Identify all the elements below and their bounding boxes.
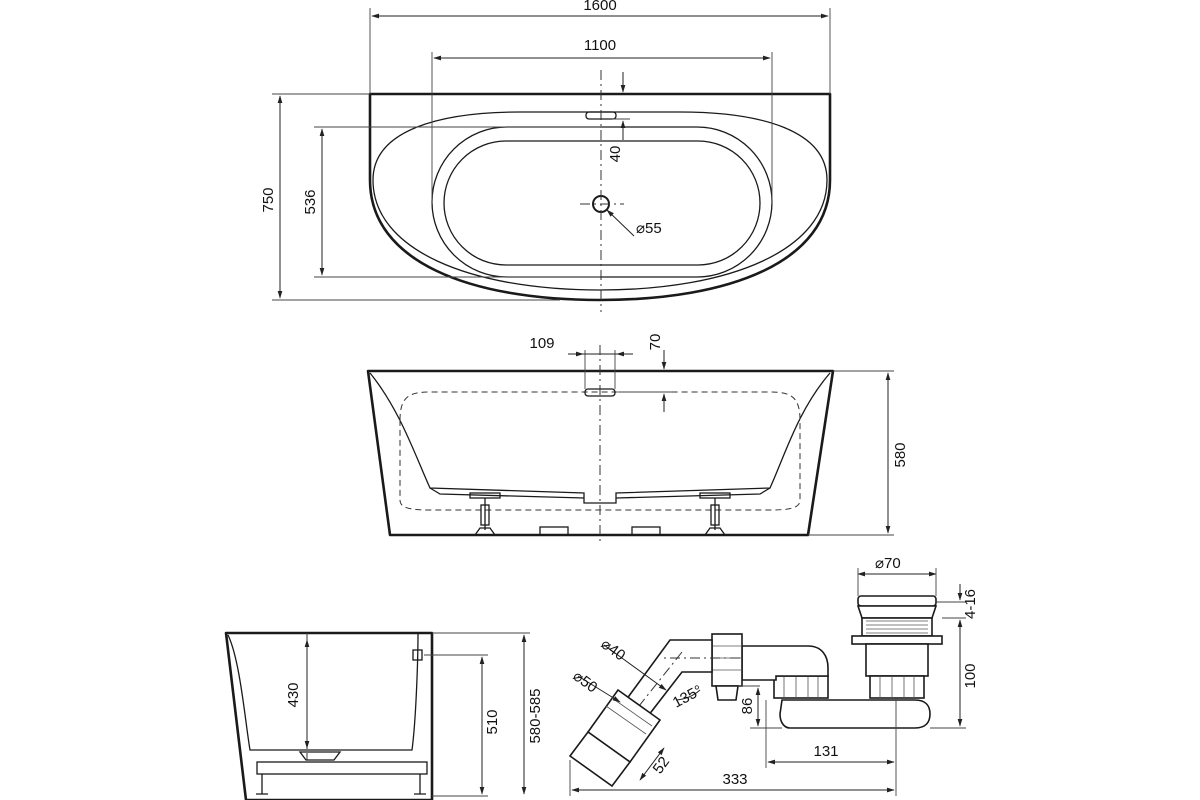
trap-pipe [779,699,931,729]
side-overflow [412,649,423,661]
dim-4-16: 4-16 [962,589,979,619]
side-frame-feet [256,774,426,795]
trap-nut [773,675,829,699]
dim-1100: 1100 [584,37,616,54]
dim-510: 510 [484,709,501,734]
riser-pipe [741,645,829,681]
leader-line-50 [577,675,621,703]
dim-diameter-55: ⌀55 [636,220,662,237]
side-view: 430 510 580-585 [224,631,544,800]
dim-diameter-40: ⌀40 [598,635,629,664]
dim-109: 109 [529,335,554,352]
support-block-right [631,526,661,536]
dim-430: 430 [285,682,302,707]
dim-536: 536 [302,189,319,214]
dim-750: 750 [260,187,277,212]
dim-1600: 1600 [583,0,616,14]
drain-nut [869,675,925,699]
leader-line-40 [603,644,667,691]
outlet-sleeve-ridges [605,697,653,735]
front-view: 109 70 580 [366,334,909,545]
side-bottom-drain [298,751,342,761]
tub-inner-wall [369,372,831,504]
drain-nut-ribs [879,676,915,698]
dim-52: 52 [650,754,674,777]
dim-40: 40 [607,146,624,163]
trap-nut-ribs [783,676,819,698]
dim-580: 580 [892,442,909,467]
drain-body-thread [866,620,928,634]
drain-cap [857,595,937,607]
dim-diameter-50: ⌀50 [570,667,601,696]
drain-body-mid [865,643,929,677]
tub-rim-line [372,111,828,291]
drain-cap-skirt [856,605,938,619]
tub-side-outline [224,631,434,800]
foot-right [699,492,731,536]
riser-lower [715,685,739,701]
tub-top-outline [368,92,832,302]
dim-diameter-70: ⌀70 [875,555,901,572]
dim-333: 333 [722,771,747,788]
dim-86: 86 [739,698,756,715]
dim-angle-135: 135° [670,682,705,712]
dim-70: 70 [647,334,664,351]
basin-inner-edge [443,140,761,266]
bend-angle-arc [675,689,701,701]
support-block-left [539,526,569,536]
dim-100: 100 [962,663,979,688]
dim-131: 131 [813,743,838,760]
dim-line-52 [639,747,665,781]
leader-line-55 [606,209,635,237]
top-view: 1600 1100 750 536 40 ⌀55 [260,0,832,312]
tub-bottom-shell [429,487,771,499]
foot-left [469,492,501,536]
outlet-pipe-end [568,730,632,788]
siphon-view: ⌀70 4-16 100 86 131 333 ⌀40 ⌀50 135° [568,555,979,796]
dim-580-585: 580-585 [527,688,544,743]
side-frame [256,761,428,775]
drain-flange [851,635,943,645]
tub-side-inner [227,632,419,751]
riser-nut [711,633,743,687]
